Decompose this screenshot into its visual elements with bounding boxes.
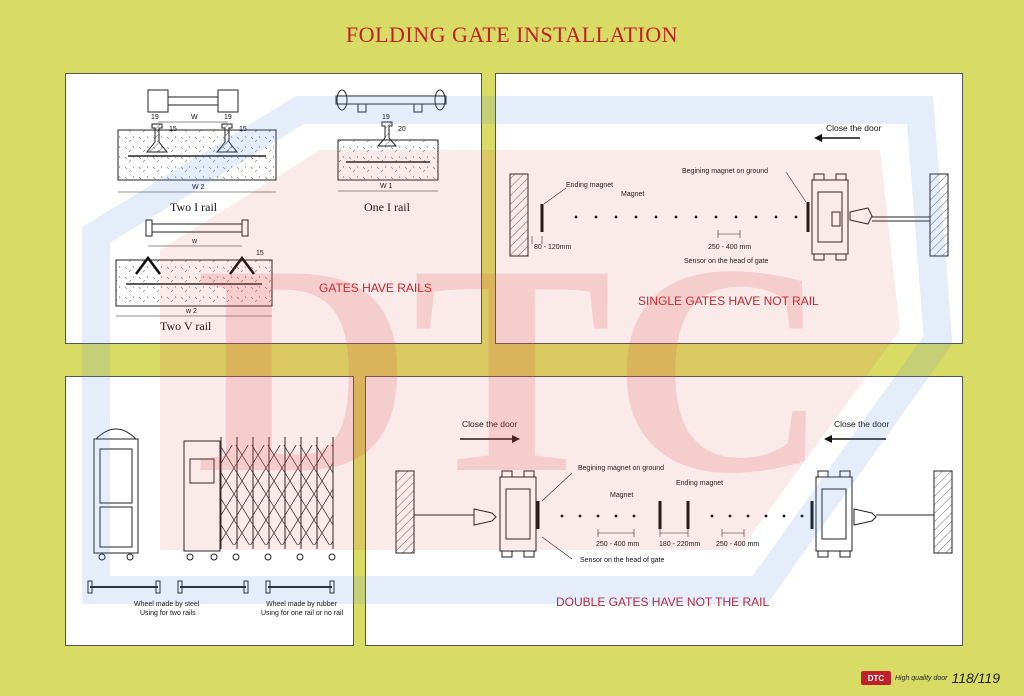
single-caption: SINGLE GATES HAVE NOT RAIL	[638, 294, 819, 308]
double-gate-panel: Close the door Close the door Begining m…	[365, 376, 963, 646]
rubber-wheel-line1: Wheel made by rubber	[266, 601, 337, 608]
dim-w1: W 1	[380, 183, 393, 190]
single-ending-magnet-label: Ending magnet	[566, 182, 614, 189]
steel-wheel-line1: Wheel made by steel	[134, 601, 200, 608]
steel-wheel-line2: Using for two rails	[140, 610, 196, 617]
dim-19-one: 19	[382, 114, 390, 121]
dtc-logo: DTC	[860, 671, 891, 685]
dim-19-a: 19	[151, 114, 159, 121]
double-caption: DOUBLE GATES HAVE NOT THE RAIL	[556, 595, 770, 609]
double-close-right-label: Close the door	[834, 419, 890, 429]
two-v-rail-label: Two V rail	[160, 319, 212, 333]
dim-15-a: 15	[169, 126, 177, 133]
dim-w: W	[191, 114, 198, 121]
wheels-diagram	[87, 428, 336, 594]
double-begin-magnet-label: Begining magnet on ground	[578, 465, 665, 472]
single-dim-250-400: 250 - 400 mm	[708, 244, 752, 251]
single-close-door-label: Close the door	[826, 123, 882, 133]
two-i-rail-label: Two I rail	[170, 200, 218, 214]
double-dim-180-220: 180 - 220mm	[659, 541, 701, 548]
page-title: FOLDING GATE INSTALLATION	[345, 22, 679, 47]
dim-w2-v: w 2	[186, 308, 197, 315]
dim-15-b: 15	[239, 126, 247, 133]
footer: DTC High quality door 118/119	[860, 670, 1000, 686]
rubber-wheel-line2: Using for one rail or no rail	[261, 610, 344, 617]
rails-panel: 19 W 19 15 15 W 2 Two I rail 19 20 W 1 O…	[65, 73, 482, 344]
single-magnet-label: Magnet	[621, 191, 645, 198]
dim-w-v: w	[192, 238, 198, 245]
single-gate-diagram	[509, 134, 949, 261]
double-ending-magnet-label: Ending magnet	[676, 480, 724, 487]
one-i-rail-label: One I rail	[364, 200, 410, 214]
page-number: 118/119	[951, 670, 1000, 686]
single-gate-panel: Close the door Begining magnet on ground…	[495, 73, 963, 344]
rails-caption: GATES HAVE RAILS	[319, 281, 432, 295]
double-gate-diagram	[395, 435, 953, 560]
single-dim-80-120: 80 - 120mm	[534, 244, 572, 251]
single-sensor-label: Sensor on the head of gate	[684, 258, 769, 265]
dim-20: 20	[398, 126, 406, 133]
wheels-panel: Wheel made by steel Using for two rails …	[65, 376, 354, 646]
footer-tagline: High quality door	[894, 674, 948, 682]
double-close-left-label: Close the door	[462, 419, 518, 429]
dim-19-b: 19	[224, 114, 232, 121]
dim-15-v: 15	[256, 250, 264, 257]
double-dim-250-400-b: 250 - 400 mm	[716, 541, 760, 548]
double-magnet-label: Magnet	[610, 492, 634, 499]
single-begin-magnet-label: Begining magnet on ground	[682, 168, 769, 175]
rails-diagram	[115, 89, 447, 317]
dim-w2: W 2	[192, 184, 205, 191]
double-sensor-label: Sensor on the head of gate	[580, 557, 665, 564]
double-dim-250-400-a: 250 - 400 mm	[596, 541, 640, 548]
